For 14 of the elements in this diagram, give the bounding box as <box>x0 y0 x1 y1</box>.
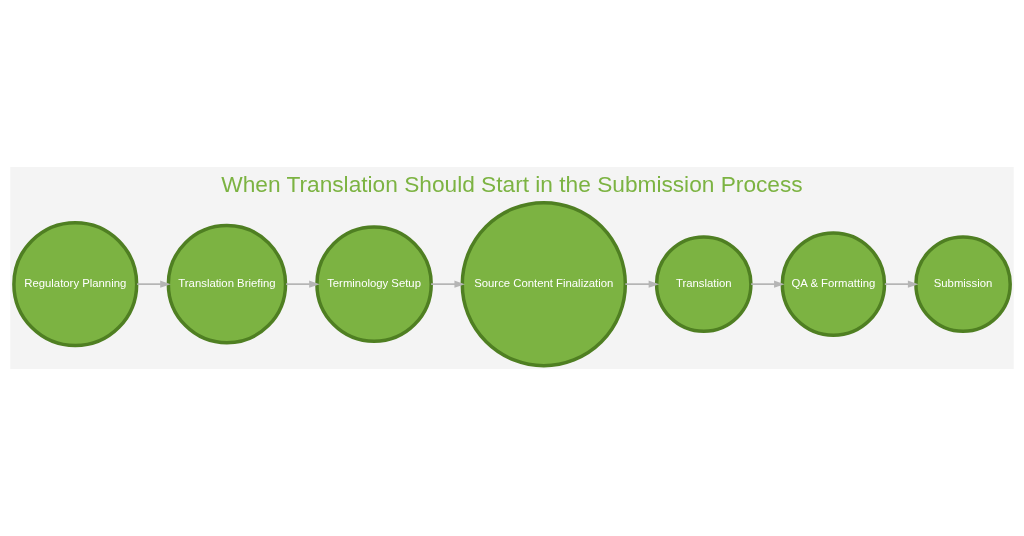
diagram-title: When Translation Should Start in the Submission Process <box>221 171 803 198</box>
node-circle: Translation Briefing <box>166 223 288 345</box>
node-circle: Translation <box>654 235 753 334</box>
node-circle: Terminology Setup <box>315 225 433 344</box>
arrow <box>624 280 660 288</box>
node-circle: Submission <box>914 235 1012 334</box>
arrow <box>430 280 465 288</box>
arrow <box>136 280 171 288</box>
arrow <box>750 280 785 288</box>
node-circle: Regulatory Planning <box>12 221 139 348</box>
arrow <box>883 280 919 288</box>
node-circle: QA & Formatting <box>780 231 887 337</box>
arrow <box>285 280 320 288</box>
node-circle: Source Content Finalization <box>460 200 628 368</box>
